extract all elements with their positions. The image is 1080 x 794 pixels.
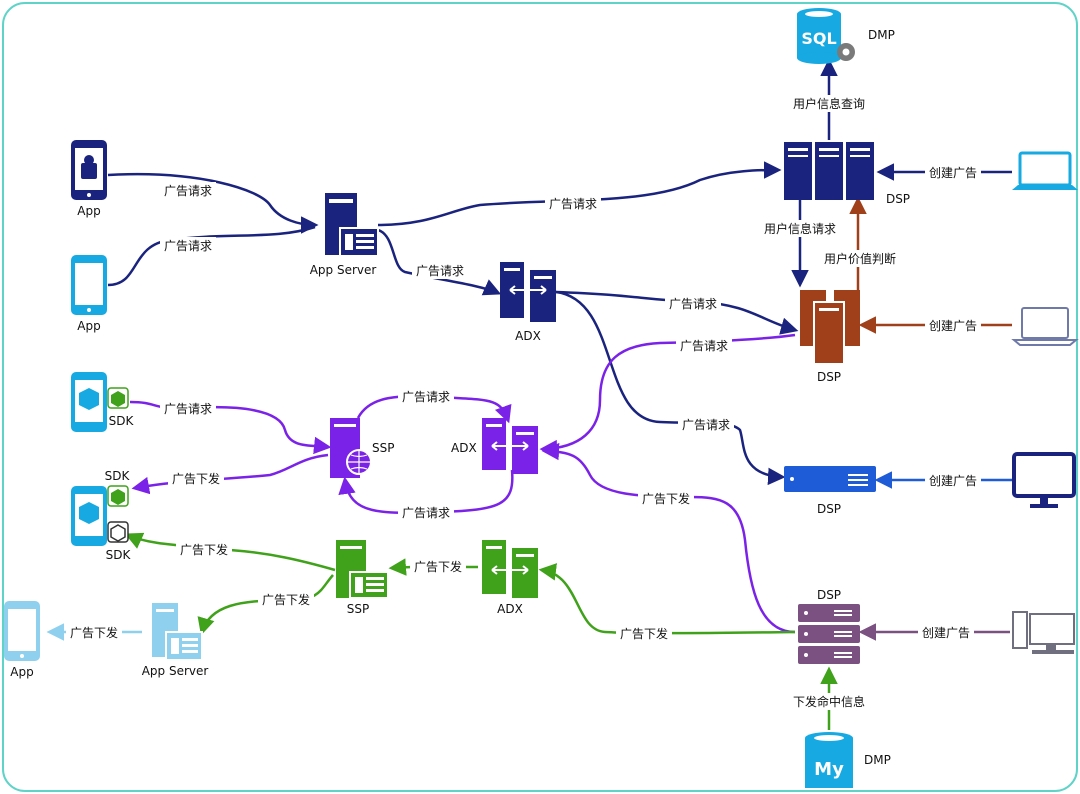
app-label-1: App xyxy=(77,204,100,218)
label-ad-delivery-3: 广告下发 xyxy=(180,542,228,557)
sql-text: SQL xyxy=(801,29,836,48)
edge-app1-appserver xyxy=(107,173,319,234)
label-ad-request-2: 广告请求 xyxy=(164,239,212,253)
edge-dsp-adx-green xyxy=(538,563,796,635)
dsp-navy-servers: DSP xyxy=(784,142,910,206)
laptop-grey-icon xyxy=(1011,307,1079,346)
sdk-label-3: SDK xyxy=(106,548,132,562)
label-create-ad-1: 创建广告 xyxy=(929,166,977,180)
monitor-navy-icon xyxy=(1012,452,1076,508)
sdk-app-phone-2: SDK SDK xyxy=(71,469,131,562)
edge-dsp-plum-adx-purple xyxy=(541,442,796,634)
sdk-label-1: SDK xyxy=(109,414,135,428)
sdk-cube-outline-icon xyxy=(110,524,126,542)
edge-appserver-adx xyxy=(377,228,502,296)
dmp-label-2: DMP xyxy=(864,753,891,767)
adx-label-2: ADX xyxy=(451,441,477,455)
label-user-info-query: 用户信息查询 xyxy=(793,96,865,111)
dsp-label-1: DSP xyxy=(886,192,910,206)
app-server-light: App Server xyxy=(142,603,209,678)
cube-icon xyxy=(79,388,99,410)
label-ad-request-5: 广告请求 xyxy=(669,297,717,311)
dmp-mysql-database: My DMP xyxy=(805,732,891,788)
label-user-value-judgment: 用户价值判断 xyxy=(824,251,896,266)
cube-icon xyxy=(79,502,99,524)
edge-adx-dsp-blue xyxy=(555,290,786,486)
label-ad-request-4: 广告请求 xyxy=(416,264,464,278)
edge-app2-appserver xyxy=(107,225,316,287)
app-label-2: App xyxy=(77,319,100,333)
android-icon xyxy=(81,163,97,179)
ssp-label-2: SSP xyxy=(347,602,369,616)
label-ad-request-7: 广告请求 xyxy=(682,418,730,432)
desktop-computer-icon xyxy=(1012,611,1075,654)
label-ad-request-9: 广告请求 xyxy=(402,390,450,404)
app-phone-light: App xyxy=(4,601,40,679)
label-create-ad-2: 创建广告 xyxy=(929,319,977,333)
sdk-app-phone-1: SDK xyxy=(71,372,134,432)
app-server-label-1: App Server xyxy=(310,263,377,277)
edge-labels: 广告请求 广告请求 广告请求 广告请求 广告请求 广告请求 广告请求 广告请求 … xyxy=(66,95,981,710)
edge-dsp-adx-purple xyxy=(539,333,796,458)
dsp-label-3: DSP xyxy=(817,502,841,516)
ssp-green-server: SSP xyxy=(336,540,389,616)
label-ad-request-8: 广告请求 xyxy=(164,402,212,416)
app-server-navy: App Server xyxy=(310,193,379,277)
label-ad-delivery-4: 广告下发 xyxy=(414,559,462,574)
label-ad-delivery-7: 广告下发 xyxy=(70,625,118,640)
my-text: My xyxy=(814,759,844,780)
label-deliver-hit-info: 下发命中信息 xyxy=(793,694,865,709)
ssp-purple-server: SSP xyxy=(330,418,394,478)
label-ad-delivery-6: 广告下发 xyxy=(620,626,668,641)
app-android-phone: App xyxy=(71,140,107,218)
sdk-cube-green-icon xyxy=(111,489,125,505)
label-create-ad-4: 创建广告 xyxy=(922,626,970,640)
dsp-blue-rack: DSP xyxy=(784,466,876,516)
dmp-label-1: DMP xyxy=(868,28,895,42)
dsp-plum-rack: DSP xyxy=(798,588,860,664)
dsp-brown-servers: DSP xyxy=(800,290,860,384)
adx-navy: ADX xyxy=(500,262,556,343)
label-ad-delivery-5: 广告下发 xyxy=(262,592,310,607)
dsp-label-2: DSP xyxy=(817,370,841,384)
ssp-label-1: SSP xyxy=(372,441,394,455)
label-ad-request-1: 广告请求 xyxy=(164,184,212,198)
edge-sdk-ssp xyxy=(129,400,332,455)
label-ad-request-3: 广告请求 xyxy=(549,197,597,211)
dmp-sql-database: SQL DMP xyxy=(797,8,895,64)
adx-label-1: ADX xyxy=(515,329,541,343)
label-create-ad-3: 创建广告 xyxy=(929,474,977,488)
label-ad-request-10: 广告请求 xyxy=(402,506,450,520)
label-user-info-request: 用户信息请求 xyxy=(764,221,836,236)
adx-green: ADX xyxy=(482,540,538,616)
label-ad-request-6: 广告请求 xyxy=(680,339,728,353)
app-phone-cyan: App xyxy=(71,255,107,333)
dsp-label-4: DSP xyxy=(817,588,841,602)
app-label-3: App xyxy=(10,665,33,679)
app-server-label-2: App Server xyxy=(142,664,209,678)
sdk-cube-icon xyxy=(111,391,125,407)
adx-label-3: ADX xyxy=(497,602,523,616)
label-ad-delivery-1: 广告下发 xyxy=(172,471,220,486)
label-ad-delivery-2: 广告下发 xyxy=(642,491,690,506)
laptop-cyan-icon xyxy=(1012,151,1078,190)
edge-ssp-sdk xyxy=(131,453,329,495)
adx-purple: ADX xyxy=(451,418,538,474)
sdk-label-2: SDK xyxy=(105,469,131,483)
